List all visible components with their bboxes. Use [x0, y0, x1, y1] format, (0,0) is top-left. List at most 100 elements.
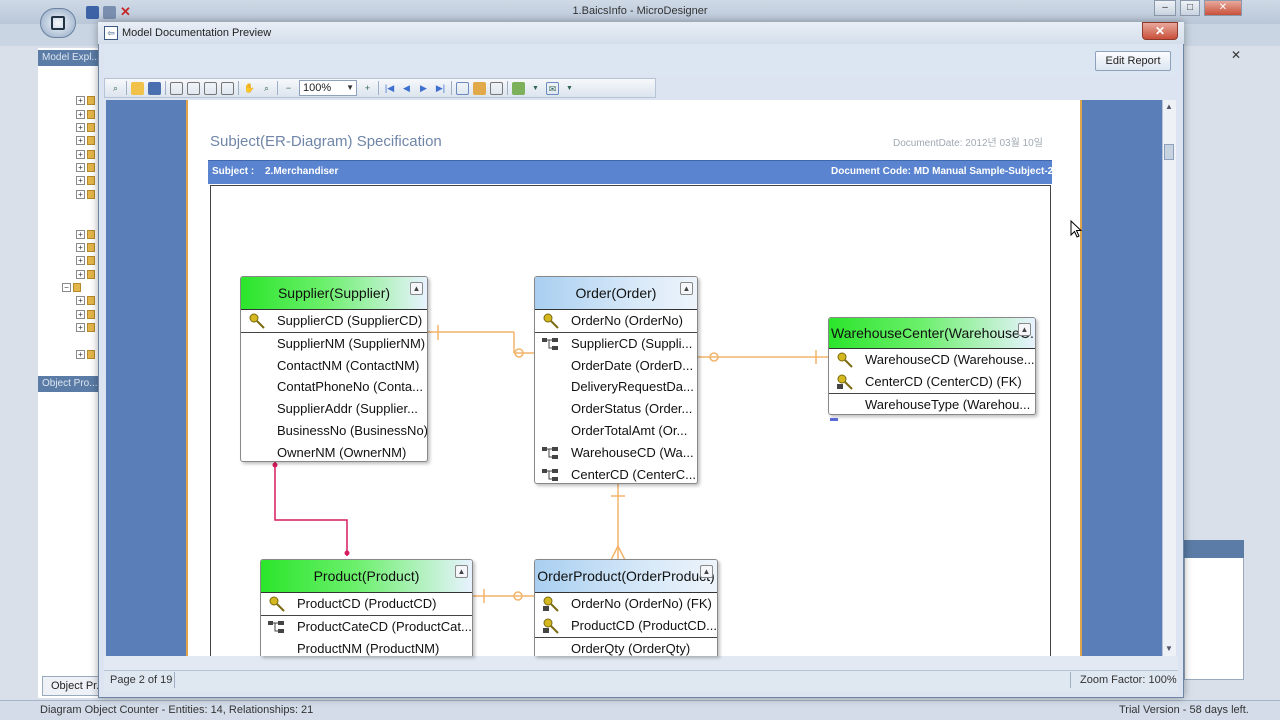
zoom-value: 100%: [303, 82, 332, 94]
model-explorer-title: Model Expl...: [38, 50, 102, 66]
toolbar-separator: [507, 81, 508, 95]
expand-icon[interactable]: +: [76, 163, 85, 172]
attribute-row: ProductCD (ProductCD): [261, 593, 472, 615]
entity-warehousecenter[interactable]: WarehouseCenter(WarehouseC...▲ Warehouse…: [828, 317, 1036, 415]
previous-page-icon[interactable]: ◀: [403, 82, 410, 93]
expand-icon[interactable]: +: [76, 230, 85, 239]
collapse-icon[interactable]: ▲: [455, 565, 468, 578]
tree-node[interactable]: +: [76, 190, 100, 202]
delete-icon[interactable]: ✕: [120, 4, 131, 19]
magnifier-icon[interactable]: ⌕: [263, 82, 270, 93]
attribute-row: OrderNo (OrderNo): [535, 310, 697, 332]
scroll-up-icon[interactable]: ▲: [1165, 102, 1173, 111]
expand-icon[interactable]: +: [76, 270, 85, 279]
tree-node[interactable]: +: [76, 323, 100, 335]
tree-node[interactable]: +: [76, 310, 100, 322]
header-divider: [241, 309, 427, 310]
toolbar-separator: [451, 81, 452, 95]
zoom-select[interactable]: 100%▼: [299, 80, 357, 96]
minimize-button[interactable]: –: [1154, 0, 1176, 16]
dialog-titlebar[interactable]: [98, 22, 1184, 44]
export-icon[interactable]: [512, 81, 525, 95]
edit-report-button[interactable]: Edit Report: [1095, 51, 1171, 71]
expand-icon[interactable]: +: [76, 323, 85, 332]
collapse-icon[interactable]: −: [62, 283, 71, 292]
tree-node[interactable]: +: [76, 256, 100, 268]
object-properties-tab[interactable]: Object Pr...: [42, 676, 102, 696]
collapse-icon[interactable]: ▲: [410, 282, 423, 295]
expand-icon[interactable]: +: [76, 110, 85, 119]
tree-node[interactable]: +: [76, 150, 100, 162]
expand-icon[interactable]: +: [76, 176, 85, 185]
expand-icon[interactable]: +: [76, 123, 85, 132]
entity-title: Order(Order): [575, 285, 657, 301]
tree-node[interactable]: +: [76, 123, 100, 135]
panel-close-icon[interactable]: ✕: [1230, 48, 1242, 62]
expand-icon[interactable]: +: [76, 190, 85, 199]
tree-node[interactable]: +: [76, 243, 100, 255]
last-page-icon[interactable]: ▶|: [435, 82, 446, 93]
quick-print-icon[interactable]: [187, 81, 200, 95]
folder-icon: [87, 150, 95, 159]
maximize-button[interactable]: □: [1180, 0, 1200, 16]
expand-icon[interactable]: +: [76, 350, 85, 359]
send-email-icon[interactable]: ✉: [546, 81, 559, 95]
report-title: Subject(ER-Diagram) Specification: [210, 133, 442, 150]
tree-node[interactable]: +: [76, 163, 100, 175]
hand-tool-icon[interactable]: ✋: [243, 82, 256, 93]
collapse-icon[interactable]: ▲: [700, 565, 713, 578]
entity-order[interactable]: Order(Order)▲ OrderNo (OrderNo) Supplier…: [534, 276, 698, 484]
folder-icon: [87, 136, 95, 145]
scroll-down-icon[interactable]: ▼: [1165, 644, 1173, 653]
attribute-label: ProductCateCD (ProductCat...: [297, 618, 472, 634]
tree-node[interactable]: −: [62, 283, 86, 295]
expand-icon[interactable]: +: [76, 310, 85, 319]
print-icon[interactable]: [170, 81, 183, 95]
save-icon[interactable]: [86, 6, 99, 19]
tree-node[interactable]: +: [76, 230, 100, 242]
watermark-icon[interactable]: [490, 81, 503, 95]
tree-node[interactable]: +: [76, 270, 100, 282]
expand-icon[interactable]: +: [76, 96, 85, 105]
save-all-icon[interactable]: [103, 6, 116, 19]
app-close-button[interactable]: ✕: [1204, 0, 1242, 16]
entity-supplier[interactable]: Supplier(Supplier)▲ SupplierCD (Supplier…: [240, 276, 428, 462]
tree-node[interactable]: +: [76, 176, 100, 188]
email-dropdown-icon[interactable]: ▼: [566, 84, 573, 92]
expand-icon[interactable]: +: [76, 256, 85, 265]
entity-orderproduct[interactable]: OrderProduct(OrderProduct)▲ OrderNo (Ord…: [534, 559, 718, 656]
tree-node[interactable]: +: [76, 350, 100, 362]
expand-icon[interactable]: +: [76, 296, 85, 305]
expand-icon[interactable]: +: [76, 243, 85, 252]
tree-node[interactable]: +: [76, 110, 100, 122]
app-menu-button[interactable]: [40, 8, 76, 38]
expand-icon[interactable]: +: [76, 150, 85, 159]
expand-icon[interactable]: +: [76, 136, 85, 145]
page-setup-icon[interactable]: [204, 81, 217, 95]
first-page-icon[interactable]: |◀: [384, 82, 395, 93]
background-color-icon[interactable]: [473, 81, 486, 95]
entity-title: OrderProduct(OrderProduct): [537, 568, 715, 584]
primary-foreign-key-icon: [837, 374, 853, 390]
zoom-in-icon[interactable]: +: [364, 82, 371, 93]
tree-node[interactable]: +: [76, 296, 100, 308]
scale-icon[interactable]: [221, 81, 234, 95]
find-icon[interactable]: ⌕: [112, 82, 119, 93]
folder-icon: [87, 350, 95, 359]
attribute-row: ContactNM (ContactNM): [241, 355, 427, 377]
next-page-icon[interactable]: ▶: [420, 82, 427, 93]
tree-node[interactable]: +: [76, 96, 100, 108]
export-dropdown-icon[interactable]: ▼: [532, 84, 539, 92]
zoom-out-icon[interactable]: −: [285, 82, 292, 93]
entity-product[interactable]: Product(Product)▲ ProductCD (ProductCD) …: [260, 559, 473, 656]
folder-icon: [87, 163, 95, 172]
open-icon[interactable]: [131, 81, 144, 95]
dialog-close-button[interactable]: ✕: [1142, 22, 1178, 40]
collapse-icon[interactable]: ▲: [1018, 323, 1031, 336]
multiple-pages-icon[interactable]: [456, 81, 469, 95]
save-icon[interactable]: [148, 81, 161, 95]
scrollbar-thumb[interactable]: [1164, 144, 1174, 160]
vertical-scrollbar[interactable]: [1162, 100, 1176, 656]
tree-node[interactable]: +: [76, 136, 100, 148]
collapse-icon[interactable]: ▲: [680, 282, 693, 295]
